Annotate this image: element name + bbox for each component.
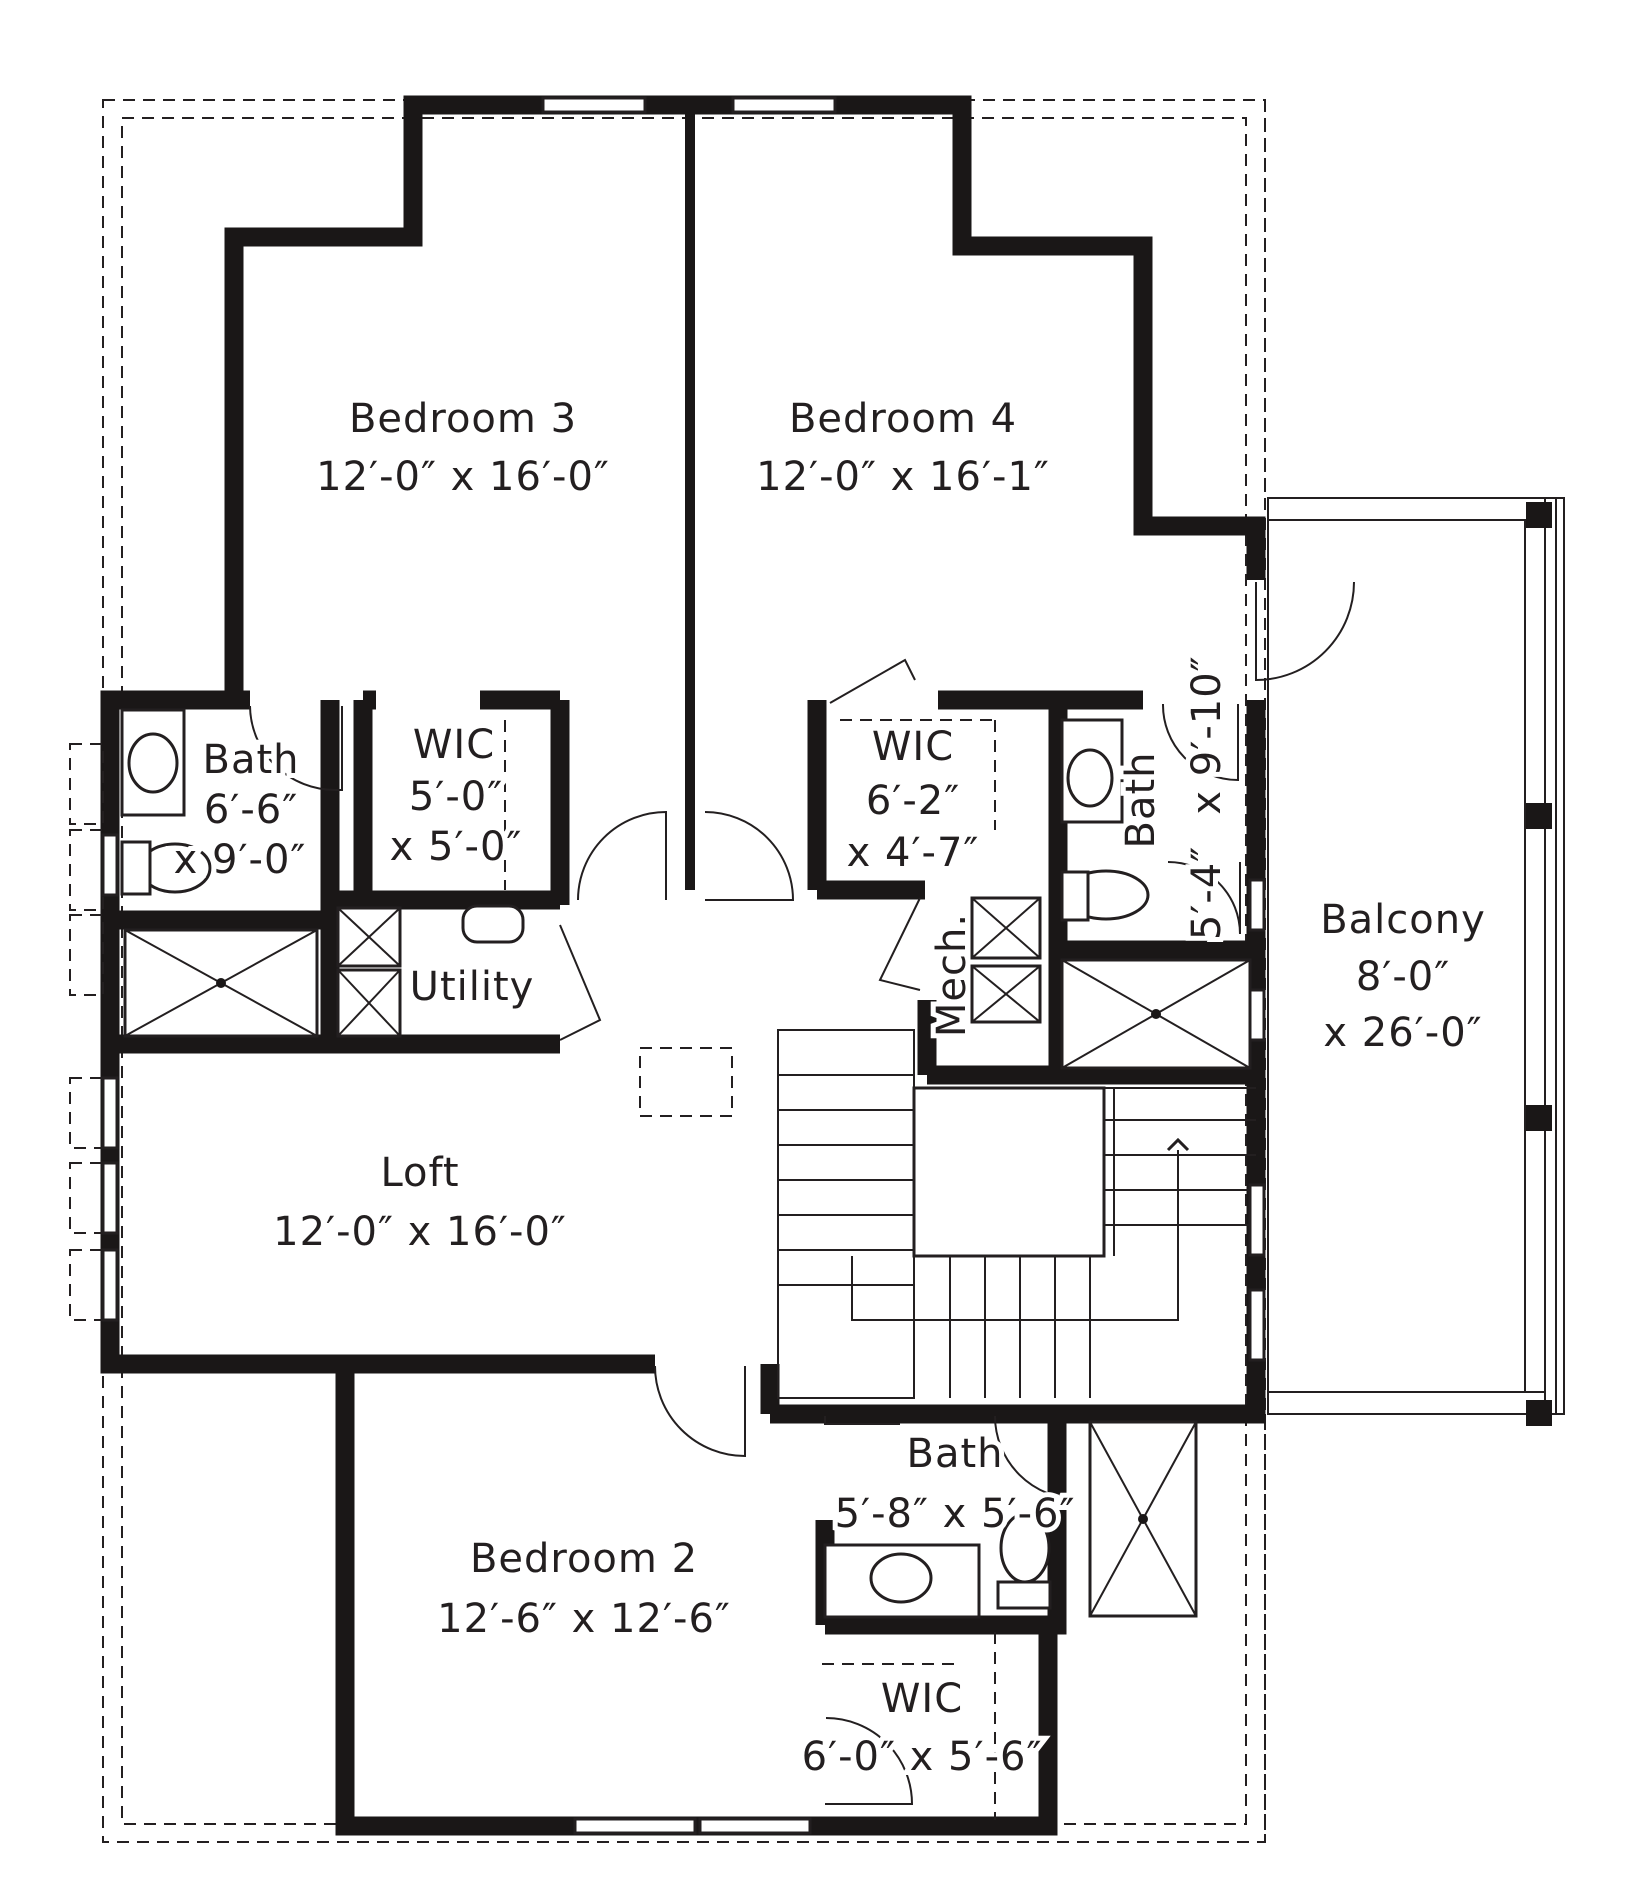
- balcony-post: [1526, 502, 1552, 528]
- shower-drain-icon: [216, 978, 226, 988]
- balcony-railing: [1267, 497, 1565, 1426]
- loft-size: 12′-0″ x 16′-0″: [273, 1209, 567, 1255]
- balcony-name: Balcony: [1320, 897, 1486, 943]
- wic-upper-left-name: WIC: [413, 722, 495, 768]
- bedroom3-name: Bedroom 3: [349, 396, 577, 442]
- wic-lower-size: 6′-0″ x 5′-6″: [802, 1734, 1043, 1780]
- sink-icon: [127, 732, 179, 794]
- room-labels: Bedroom 3 12′-0″ x 16′-0″ Bedroom 4 12′-…: [169, 396, 1486, 1785]
- wic-upper-left-depth: x 5′-0″: [390, 824, 523, 870]
- shower-drain-icon: [1151, 1009, 1161, 1019]
- sink-icon: [869, 1552, 933, 1604]
- wic-upper-right-name: WIC: [872, 724, 954, 770]
- toilet-tank-icon: [996, 1580, 1052, 1610]
- toilet-tank-icon: [120, 840, 152, 896]
- bath-lower-name: Bath: [907, 1431, 1004, 1477]
- bedroom2-size: 12′-6″ x 12′-6″: [437, 1596, 731, 1642]
- attic-hatch: [639, 1047, 733, 1117]
- bedroom4-name: Bedroom 4: [789, 396, 1017, 442]
- stair: [777, 1029, 1256, 1399]
- fixtures: [120, 708, 1252, 1820]
- bedroom3-size: 12′-0″ x 16′-0″: [316, 454, 610, 500]
- mech-name: Mech.: [929, 913, 975, 1037]
- bedroom4-size: 12′-0″ x 16′-1″: [756, 454, 1050, 500]
- toilet-tank-icon: [1060, 870, 1090, 922]
- utility-name: Utility: [410, 964, 535, 1010]
- bath-upper-left-width: 6′-6″: [204, 787, 298, 833]
- utility-sink-icon: [461, 904, 525, 944]
- wic-upper-left-width: 5′-0″: [409, 774, 503, 820]
- bath-lower-size: 5′-8″ x 5′-6″: [835, 1491, 1076, 1537]
- balcony-post: [1526, 1105, 1552, 1131]
- balcony-post: [1526, 803, 1552, 829]
- wic-upper-right-depth: x 4′-7″: [847, 830, 980, 876]
- wic-lower-name: WIC: [881, 1676, 963, 1722]
- balcony-post: [1526, 1400, 1552, 1426]
- bath-upper-right-dim-a: 5′-4″: [1184, 846, 1230, 940]
- bath-upper-left-depth: x 9′-0″: [174, 837, 307, 883]
- wic-upper-right-width: 6′-2″: [866, 778, 960, 824]
- shower-drain-icon: [1138, 1514, 1148, 1524]
- bath-upper-right-name: Bath: [1118, 752, 1164, 849]
- loft-name: Loft: [380, 1150, 459, 1196]
- doors: [249, 581, 1355, 1805]
- bath-upper-right-dim-b: x 9′-10″: [1184, 655, 1230, 814]
- sink-icon: [1066, 748, 1114, 808]
- balcony-width: 8′-0″: [1356, 954, 1450, 1000]
- balcony-depth: x 26′-0″: [1323, 1010, 1482, 1056]
- bath-upper-left-name: Bath: [203, 737, 300, 783]
- bedroom2-name: Bedroom 2: [470, 1536, 698, 1582]
- stair-up-arrow: [1166, 1137, 1190, 1152]
